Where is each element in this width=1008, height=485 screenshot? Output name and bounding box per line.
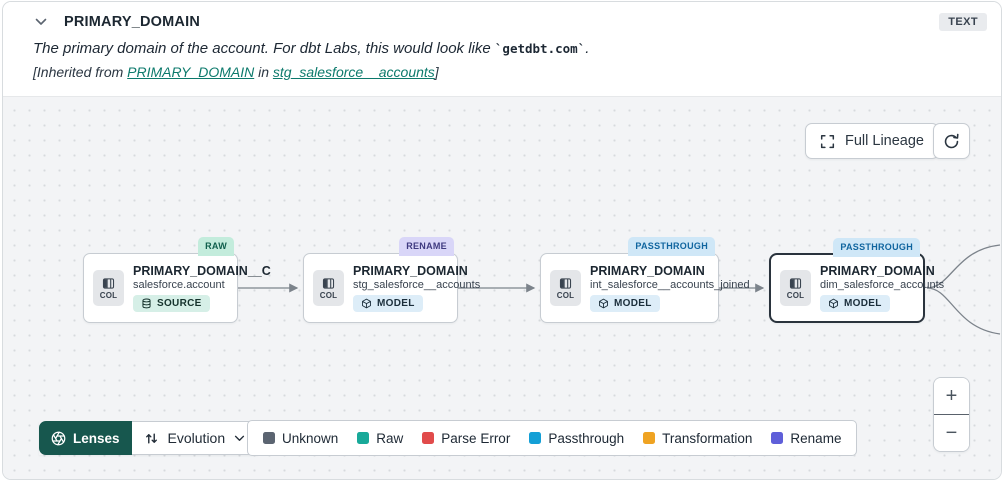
column-description: The primary domain of the account. For d… [33, 40, 590, 57]
collapse-chevron-icon[interactable] [33, 16, 49, 28]
cube-icon [829, 298, 838, 309]
chevron-down-icon [234, 435, 245, 442]
node-model-name: dim_salesforce_accounts [820, 279, 945, 291]
lineage-node-dim-selected[interactable]: PASSTHROUGH COL PRIMARY_DOMAIN dim_sales… [769, 238, 944, 323]
column-lineage-panel: PRIMARY_DOMAIN TEXT The primary domain o… [2, 1, 1002, 480]
legend-swatch [357, 432, 370, 444]
inline-code: `getdbt.com` [494, 41, 586, 56]
refresh-button[interactable] [933, 123, 970, 159]
legend-item: Raw [357, 431, 403, 446]
zoom-in-button[interactable]: + [934, 378, 969, 414]
aperture-icon [51, 431, 66, 446]
node-model-name: stg_salesforce__accounts [353, 279, 481, 291]
column-title: PRIMARY_DOMAIN [64, 14, 200, 30]
column-chip: COL [93, 270, 124, 306]
columns-icon [789, 277, 802, 289]
lineage-edges [238, 244, 1001, 335]
status-badge: RENAME [399, 237, 454, 256]
column-header: PRIMARY_DOMAIN TEXT The primary domain o… [3, 2, 1001, 96]
lenses-control: Lenses Evolution [39, 421, 259, 455]
lineage-legend: Unknown Raw Parse Error Passthrough Tran… [247, 420, 858, 456]
lineage-node-source[interactable]: RAW COL PRIMARY_DOMAIN__C salesforce.acc… [83, 237, 271, 323]
cube-icon [362, 298, 371, 309]
legend-swatch [643, 432, 656, 444]
node-column-name: PRIMARY_DOMAIN [590, 264, 705, 278]
legend-swatch [263, 432, 275, 444]
column-chip: COL [780, 270, 811, 306]
refresh-icon [943, 133, 960, 150]
lineage-canvas[interactable]: Full Lineage RAW COL PRIMARY_DOMAIN__C s… [3, 96, 1001, 479]
lineage-node-intermediate[interactable]: PASSTHROUGH COL PRIMARY_DOMAIN int_sales… [540, 237, 750, 323]
database-icon [142, 298, 151, 309]
columns-icon [102, 277, 115, 289]
full-lineage-button[interactable]: Full Lineage [805, 123, 939, 159]
divider [934, 414, 969, 415]
node-column-name: PRIMARY_DOMAIN [353, 264, 468, 278]
columns-icon [559, 277, 572, 289]
lens-dropdown[interactable]: Evolution [131, 421, 259, 455]
resource-type-badge: SOURCE [133, 295, 210, 312]
inherited-column-link[interactable]: PRIMARY_DOMAIN [127, 64, 255, 80]
status-badge: PASSTHROUGH [833, 238, 920, 257]
column-type-badge: TEXT [939, 13, 987, 31]
lineage-node-staging[interactable]: RENAME COL PRIMARY_DOMAIN stg_salesforce… [303, 237, 480, 323]
legend-item: Transformation [643, 431, 752, 446]
column-chip: COL [550, 270, 581, 306]
zoom-out-button[interactable]: − [934, 415, 969, 451]
node-column-name: PRIMARY_DOMAIN [820, 264, 935, 278]
legend-swatch [422, 432, 435, 444]
columns-icon [322, 277, 335, 289]
legend-item: Unknown [263, 431, 338, 446]
node-column-name: PRIMARY_DOMAIN__C [133, 264, 271, 278]
cube-icon [599, 298, 608, 309]
resource-type-badge: MODEL [820, 295, 890, 312]
resource-type-badge: MODEL [353, 295, 423, 312]
lenses-button[interactable]: Lenses [39, 421, 132, 455]
status-badge: PASSTHROUGH [628, 237, 715, 256]
legend-item: Parse Error [422, 431, 510, 446]
legend-item: Rename [771, 431, 841, 446]
evolution-icon [144, 431, 159, 446]
status-badge: RAW [198, 237, 234, 256]
node-model-name: int_salesforce__accounts_joined [590, 279, 750, 291]
resource-type-badge: MODEL [590, 295, 660, 312]
inherited-model-link[interactable]: stg_salesforce__accounts [272, 64, 435, 80]
zoom-controls: + − [933, 377, 970, 452]
legend-item: Passthrough [529, 431, 624, 446]
legend-swatch [529, 432, 542, 444]
column-chip: COL [313, 270, 344, 306]
legend-swatch [771, 432, 784, 444]
node-model-name: salesforce.account [133, 279, 225, 291]
inherited-note: [Inherited from PRIMARY_DOMAIN in stg_sa… [33, 64, 439, 80]
expand-icon [820, 134, 835, 149]
